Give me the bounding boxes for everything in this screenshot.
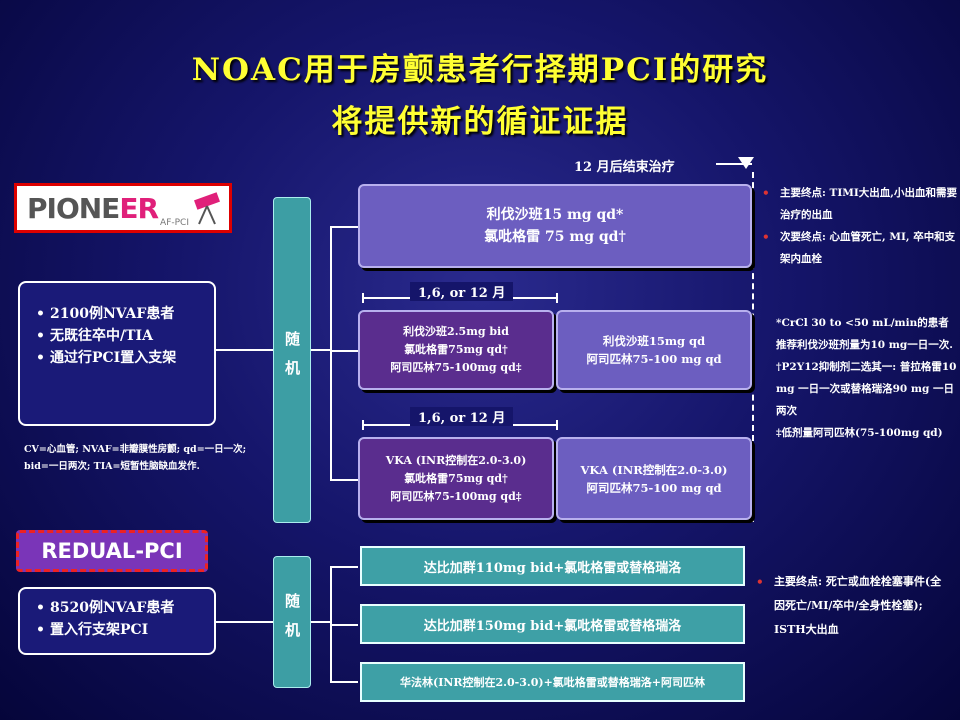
- end-of-treatment-label: 12 月后结束治疗: [574, 160, 675, 175]
- arm3-line: VKA (INR控制在2.0-3.0): [580, 462, 728, 477]
- population-item: 置入行支架PCI: [36, 619, 206, 641]
- population-item: 无既往卒中/TIA: [36, 325, 206, 347]
- pioneer-logo: PIONEER AF-PCI: [14, 183, 232, 233]
- period-label: 1,6, or 12 月: [410, 407, 514, 426]
- redual-endpoints: 主要终点: 死亡或血栓栓塞事件(全因死亡/MI/卒中/全身性栓塞); ISTH大…: [752, 570, 952, 642]
- pioneer-randomize-box: 随机: [273, 197, 311, 523]
- population-item: 通过行PCI置入支架: [36, 347, 206, 369]
- redual-label: REDUAL-PCI: [16, 530, 208, 572]
- page-subtitle: 将提供新的循证证据: [331, 104, 629, 140]
- arm2-line: 氯吡格雷75mg qd†: [404, 343, 508, 356]
- randomize-label: 随机: [283, 331, 301, 389]
- period-label: 1,6, or 12 月: [410, 282, 514, 301]
- connector-line: [311, 349, 331, 351]
- randomize-label: 随机: [283, 593, 301, 651]
- arm2-line: 阿司匹林75-100mg qd‡: [390, 361, 522, 374]
- endpoint-item: 主要终点: TIMI大出血,小出血和需要治疗的出血: [758, 182, 958, 226]
- page-title: NOAC用于房颤患者行择期PCI的研究: [191, 52, 769, 88]
- arrow-down-icon: [738, 157, 754, 169]
- logo-text-b: ER: [119, 191, 159, 225]
- arrow-line: [330, 226, 358, 228]
- footnote: †P2Y12抑制剂二选其一: 普拉格雷10 mg 一日一次或替格瑞洛90 mg …: [776, 361, 957, 417]
- arrow-line: [330, 479, 358, 481]
- arm3-line: 氯吡格雷75mg qd†: [404, 471, 508, 485]
- redual-population-box: 8520例NVAF患者 置入行支架PCI: [18, 587, 216, 655]
- end-marker-line: [716, 163, 752, 165]
- connector-line: [216, 349, 274, 351]
- arm3-line: 阿司匹林75-100 mg qd: [586, 480, 722, 495]
- abbreviation-note: CV=心血管; NVAF=非瓣膜性房颤; qd=一日一次; bid=一日两次; …: [24, 444, 247, 472]
- footnote: ‡低剂量阿司匹林(75-100mg qd): [776, 427, 943, 439]
- footnote: *CrCl 30 to <50 mL/min的患者推荐利伐沙班剂量为10 mg一…: [776, 317, 953, 351]
- pioneer-footnotes: *CrCl 30 to <50 mL/min的患者推荐利伐沙班剂量为10 mg一…: [776, 312, 958, 444]
- arm1-line: 氯吡格雷 75 mg qd†: [484, 229, 626, 245]
- logo-subtext: AF-PCI: [160, 218, 189, 228]
- redual-arm-box: 达比加群110mg bid+氯吡格雷或替格瑞洛: [360, 546, 745, 586]
- dashed-end-line: [752, 172, 754, 522]
- redual-randomize-box: 随机: [273, 556, 311, 688]
- endpoint-item: 次要终点: 心血管死亡, MI, 卒中和支架内血栓: [758, 226, 958, 270]
- arm3-first-box: VKA (INR控制在2.0-3.0) 氯吡格雷75mg qd† 阿司匹林75-…: [358, 437, 554, 520]
- arm2-line: 利伐沙班15mg qd: [602, 334, 706, 348]
- arrow-line: [330, 624, 358, 626]
- pioneer-endpoints: 主要终点: TIMI大出血,小出血和需要治疗的出血 次要终点: 心血管死亡, M…: [758, 182, 958, 270]
- population-item: 2100例NVAF患者: [36, 303, 206, 325]
- arm1-box: 利伐沙班15 mg qd* 氯吡格雷 75 mg qd†: [358, 184, 752, 268]
- logo-text-a: PIONE: [27, 191, 120, 225]
- arm2-first-box: 利伐沙班2.5mg bid 氯吡格雷75mg qd† 阿司匹林75-100mg …: [358, 310, 554, 390]
- telescope-icon: [194, 192, 220, 225]
- arm2-line: 利伐沙班2.5mg bid: [403, 325, 509, 338]
- arm1-line: 利伐沙班15 mg qd*: [486, 207, 624, 223]
- pioneer-population-box: 2100例NVAF患者 无既往卒中/TIA 通过行PCI置入支架: [18, 281, 216, 426]
- arrow-line: [330, 681, 358, 683]
- arrow-line: [330, 350, 358, 352]
- arm2-second-box: 利伐沙班15mg qd 阿司匹林75-100 mg qd: [556, 310, 752, 390]
- arm3-second-box: VKA (INR控制在2.0-3.0) 阿司匹林75-100 mg qd: [556, 437, 752, 520]
- redual-arm-box: 华法林(INR控制在2.0-3.0)+氯吡格雷或替格瑞洛+阿司匹林: [360, 662, 745, 702]
- arm3-line: 阿司匹林75-100mg qd‡: [390, 489, 522, 503]
- redual-arm-box: 达比加群150mg bid+氯吡格雷或替格瑞洛: [360, 604, 745, 644]
- arm3-line: VKA (INR控制在2.0-3.0): [385, 453, 527, 467]
- endpoint-item: 主要终点: 死亡或血栓栓塞事件(全因死亡/MI/卒中/全身性栓塞); ISTH大…: [752, 570, 952, 642]
- branch-line: [330, 226, 332, 480]
- arm2-line: 阿司匹林75-100 mg qd: [586, 352, 722, 366]
- arrow-line: [330, 566, 358, 568]
- population-item: 8520例NVAF患者: [36, 597, 206, 619]
- connector-line: [216, 621, 274, 623]
- connector-line: [311, 621, 331, 623]
